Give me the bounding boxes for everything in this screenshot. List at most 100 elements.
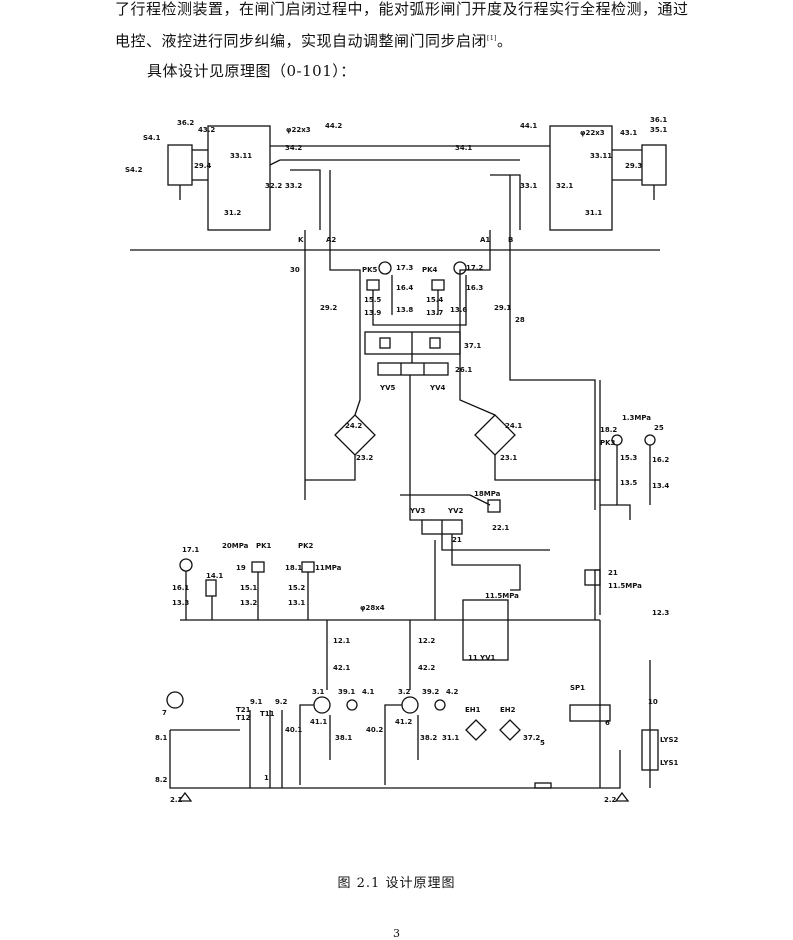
schematic-label: 18MPa <box>474 490 501 498</box>
schematic-label: 12.1 <box>333 637 350 645</box>
schematic-label: 4.2 <box>446 688 459 696</box>
schematic-label: 30 <box>290 266 300 274</box>
schematic-label: 12.2 <box>418 637 435 645</box>
schematic-label: 8.2 <box>155 776 168 784</box>
schematic-label: 35.1 <box>650 126 667 134</box>
schematic-label: 40.2 <box>366 726 383 734</box>
bridge-24-2 <box>334 414 376 456</box>
schematic-label: 40.1 <box>285 726 302 734</box>
schematic-label: 13.3 <box>172 599 189 607</box>
schematic-label: 31.1 <box>442 734 459 742</box>
schematic-label: 36.2 <box>177 119 194 127</box>
schematic-label: 8.1 <box>155 734 168 742</box>
schematic-label: φ28x4 <box>360 604 385 612</box>
schematic-label: 21 <box>608 569 618 577</box>
schematic-label: 11.5MPa <box>608 582 642 590</box>
schematic-label: 38.1 <box>335 734 352 742</box>
schematic-label: 4.1 <box>362 688 375 696</box>
schematic-label: 16.1 <box>172 584 189 592</box>
schematic-label: 17.3 <box>396 264 413 272</box>
schematic-label: 10 <box>648 698 658 706</box>
schematic-label: 9.2 <box>275 698 288 706</box>
schematic-label: PK4 <box>422 266 438 274</box>
paragraph-2-end: 。 <box>497 32 513 50</box>
schematic-label: 16.4 <box>396 284 413 292</box>
schematic-label: 18.2 <box>600 426 617 434</box>
schematic-label: 6 <box>605 719 610 727</box>
schematic-label: 17.1 <box>182 546 199 554</box>
schematic-label: LYS1 <box>660 759 678 767</box>
schematic-label: 42.2 <box>418 664 435 672</box>
schematic-lines <box>130 125 667 802</box>
schematic-label: 15.1 <box>240 584 257 592</box>
schematic-label: 36.1 <box>650 116 667 124</box>
page-number: 3 <box>393 927 400 940</box>
schematic-label: 9.1 <box>250 698 263 706</box>
schematic-label: K <box>298 236 304 244</box>
schematic-label: 32.1 <box>556 182 573 190</box>
schematic-label: 11.5MPa <box>485 592 519 600</box>
schematic-label: 13.9 <box>364 309 381 317</box>
schematic-label: LYS2 <box>660 736 678 744</box>
schematic-label: 19 <box>236 564 246 572</box>
schematic-label: 29.4 <box>194 162 211 170</box>
schematic-label: 14.1 <box>206 572 223 580</box>
schematic-label: A1 <box>480 236 490 244</box>
paragraph-2-text: 电控、液控进行同步纠编，实现自动调整闸门同步启闭 <box>115 32 488 50</box>
citation-ref[interactable]: [1] <box>487 35 498 42</box>
schematic-label: 26.1 <box>455 366 472 374</box>
schematic-label: EH2 <box>500 706 516 714</box>
schematic-label: 16.3 <box>466 284 483 292</box>
schematic-label: 23.1 <box>500 454 517 462</box>
schematic-label: T11 <box>260 710 275 718</box>
schematic-label: 18.1 <box>285 564 302 572</box>
pump-3-2 <box>401 696 419 714</box>
schematic-label: 29.2 <box>320 304 337 312</box>
schematic-label: YV5 <box>379 384 395 392</box>
bridge-24-1 <box>474 414 516 456</box>
left-control-box <box>207 125 271 231</box>
schematic-label: 1.3MPa <box>622 414 651 422</box>
schematic-labels: S4.1 36.2 43.2 φ22x3 44.2 44.1 φ22x3 43.… <box>125 116 678 804</box>
schematic-label: 23.2 <box>356 454 373 462</box>
schematic-label: 43.2 <box>198 126 215 134</box>
schematic-label: 31.1 <box>585 209 602 217</box>
schematic-label: 13.7 <box>426 309 443 317</box>
schematic-label: PK1 <box>256 542 272 550</box>
schematic-label: 39.1 <box>338 688 355 696</box>
figure-caption: 图 2.1 设计原理图 <box>337 876 456 891</box>
schematic-label: YV2 <box>447 507 463 515</box>
schematic-label: 31.2 <box>224 209 241 217</box>
schematic-label: 28 <box>515 316 525 324</box>
schematic-label: A2 <box>326 236 336 244</box>
schematic-label: 2.2 <box>604 796 617 804</box>
schematic-label: 37.1 <box>464 342 481 350</box>
schematic-label: YV3 <box>409 507 425 515</box>
schematic-label: 39.2 <box>422 688 439 696</box>
schematic-label: 32.2 <box>265 182 282 190</box>
body-paragraph-1: 了行程检测装置，在闸门启闭过程中，能对弧形闸门开度及行程实行全程检测，通过 <box>115 0 689 18</box>
schematic-label: 3.1 <box>312 688 325 696</box>
schematic-label: 29.3 <box>625 162 642 170</box>
schematic-label: 21 <box>452 536 462 544</box>
hydraulic-schematic: S4.1 36.2 43.2 φ22x3 44.2 44.1 φ22x3 43.… <box>125 116 678 804</box>
schematic-label: 24.1 <box>505 422 522 430</box>
schematic-label: 33.2 <box>285 182 302 190</box>
schematic-label: φ22x3 <box>286 126 311 134</box>
schematic-label: YV1 <box>479 654 495 662</box>
schematic-label: 34.2 <box>285 144 302 152</box>
schematic-label: 12.3 <box>652 609 669 617</box>
schematic-label: 15.5 <box>364 296 381 304</box>
schematic-label: 24.2 <box>345 422 362 430</box>
schematic-label: S4.1 <box>143 134 161 142</box>
schematic-label: 1 <box>264 774 269 782</box>
schematic-label: 15.2 <box>288 584 305 592</box>
schematic-label: 13.2 <box>240 599 257 607</box>
left-cylinder-icon <box>167 144 193 186</box>
schematic-label: 41.1 <box>310 718 327 726</box>
schematic-label: 25 <box>654 424 664 432</box>
schematic-label: 42.1 <box>333 664 350 672</box>
schematic-label: 11 <box>468 654 478 662</box>
relief-valve-11 <box>462 599 509 661</box>
schematic-label: 13.5 <box>620 479 637 487</box>
